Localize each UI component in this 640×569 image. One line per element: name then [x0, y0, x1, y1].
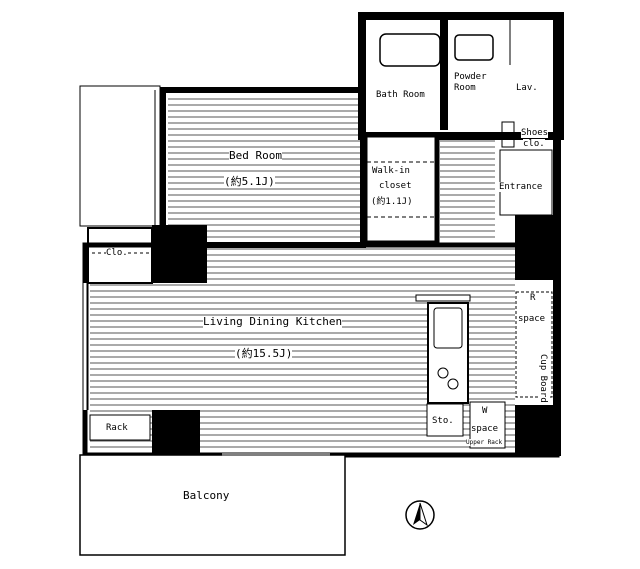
stove-burner [447, 378, 459, 390]
rack-label: Rack [106, 423, 128, 433]
bath-room-label: Bath Room [376, 90, 425, 100]
bed-room-area: (約5.1J) [224, 175, 275, 188]
walk-in-closet [362, 132, 440, 246]
ldk-label: Living Dining Kitchen [203, 315, 343, 328]
powder-room-label-1: Powder [454, 72, 487, 82]
stove-burner [437, 367, 449, 379]
bed-room-label: Bed Room [229, 149, 282, 162]
upper-rack-label: Upper Rack [466, 439, 503, 446]
fridge-symbol: R [530, 293, 536, 303]
entrance-label: Entrance [499, 182, 543, 192]
storage-label: Sto. [432, 416, 454, 426]
pillar [515, 405, 557, 455]
bathtub [379, 33, 441, 67]
fridge-space-label: space [518, 314, 546, 324]
kitchen-sink [433, 307, 463, 349]
balcony [79, 454, 346, 556]
walk-in-area: (約1.1J) [371, 197, 413, 207]
bedroom-floor [168, 96, 361, 242]
closet-label: Clo. [106, 248, 128, 258]
balcony-label: Balcony [183, 489, 230, 502]
powder-room-label-2: Room [454, 83, 476, 93]
shoes-closet [501, 121, 515, 148]
washer-space-label: space [471, 424, 499, 434]
hall-floor [440, 135, 495, 245]
ldk-area: (約15.5J) [235, 347, 293, 360]
walk-in-label-1: Walk-in [372, 166, 410, 176]
pillar [152, 410, 200, 455]
sink [454, 34, 494, 61]
walk-in-label-2: closet [379, 181, 412, 191]
cupboard-label: Cup Board [538, 354, 548, 403]
shoes-label-2: clo. [523, 139, 545, 149]
side-balcony [79, 85, 161, 227]
north-arrow-icon [405, 500, 435, 530]
lav-label: Lav. [516, 83, 538, 93]
bath-powder-divider [440, 20, 448, 130]
shoes-label-1: Shoes [521, 128, 549, 138]
washer-symbol: W [482, 406, 488, 416]
kitchen-counter [427, 302, 469, 404]
pillar [152, 225, 207, 283]
east-wall [553, 16, 561, 456]
